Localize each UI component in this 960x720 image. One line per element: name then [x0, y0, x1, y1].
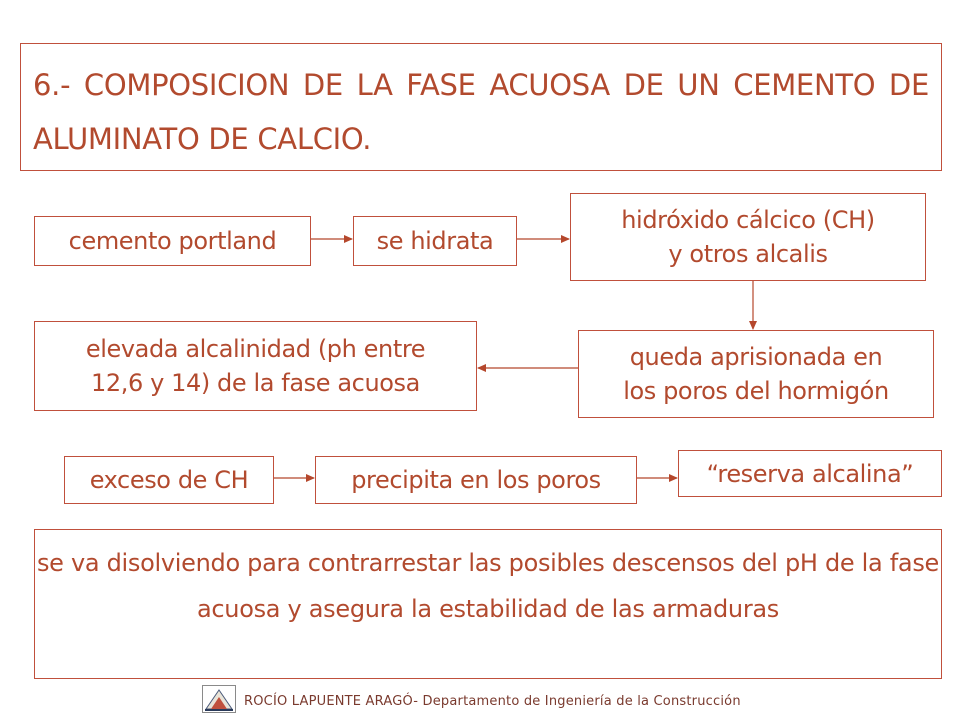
- page-title: 6.- COMPOSICION DE LA FASE ACUOSA DE UN …: [20, 43, 942, 171]
- conclusion-box: se va disolviendo para contrarrestar las…: [34, 529, 942, 679]
- node-label: exceso de CH: [89, 466, 249, 494]
- node-label: “reserva alcalina”: [706, 459, 914, 488]
- node-elevada-alcalinidad: elevada alcalinidad (ph entre 12,6 y 14)…: [34, 321, 477, 411]
- node-label-line1: queda aprisionada en: [629, 343, 883, 371]
- node-label-line2: y otros alcalis: [668, 240, 828, 268]
- node-label-line2: 12,6 y 14) de la fase acuosa: [91, 369, 420, 397]
- node-precipita: precipita en los poros: [315, 456, 637, 504]
- node-reserva-alcalina: “reserva alcalina”: [678, 450, 942, 497]
- node-label: se hidrata: [376, 227, 494, 255]
- node-hidroxido-calcico: hidróxido cálcico (CH) y otros alcalis: [570, 193, 926, 281]
- footer: ROCÍO LAPUENTE ARAGÓ- Departamento de In…: [202, 685, 741, 717]
- node-label: cemento portland: [68, 227, 277, 255]
- node-cemento-portland: cemento portland: [34, 216, 311, 266]
- node-exceso-ch: exceso de CH: [64, 456, 274, 504]
- node-label-line1: hidróxido cálcico (CH): [621, 206, 875, 234]
- node-queda-aprisionada: queda aprisionada en los poros del hormi…: [578, 330, 934, 418]
- university-logo-icon: [202, 685, 236, 717]
- node-label-line1: elevada alcalinidad (ph entre: [85, 335, 426, 363]
- footer-author: ROCÍO LAPUENTE ARAGÓ- Departamento de In…: [244, 693, 741, 709]
- node-label: precipita en los poros: [351, 466, 601, 494]
- node-label-line2: los poros del hormigón: [623, 377, 889, 405]
- node-se-hidrata: se hidrata: [353, 216, 517, 266]
